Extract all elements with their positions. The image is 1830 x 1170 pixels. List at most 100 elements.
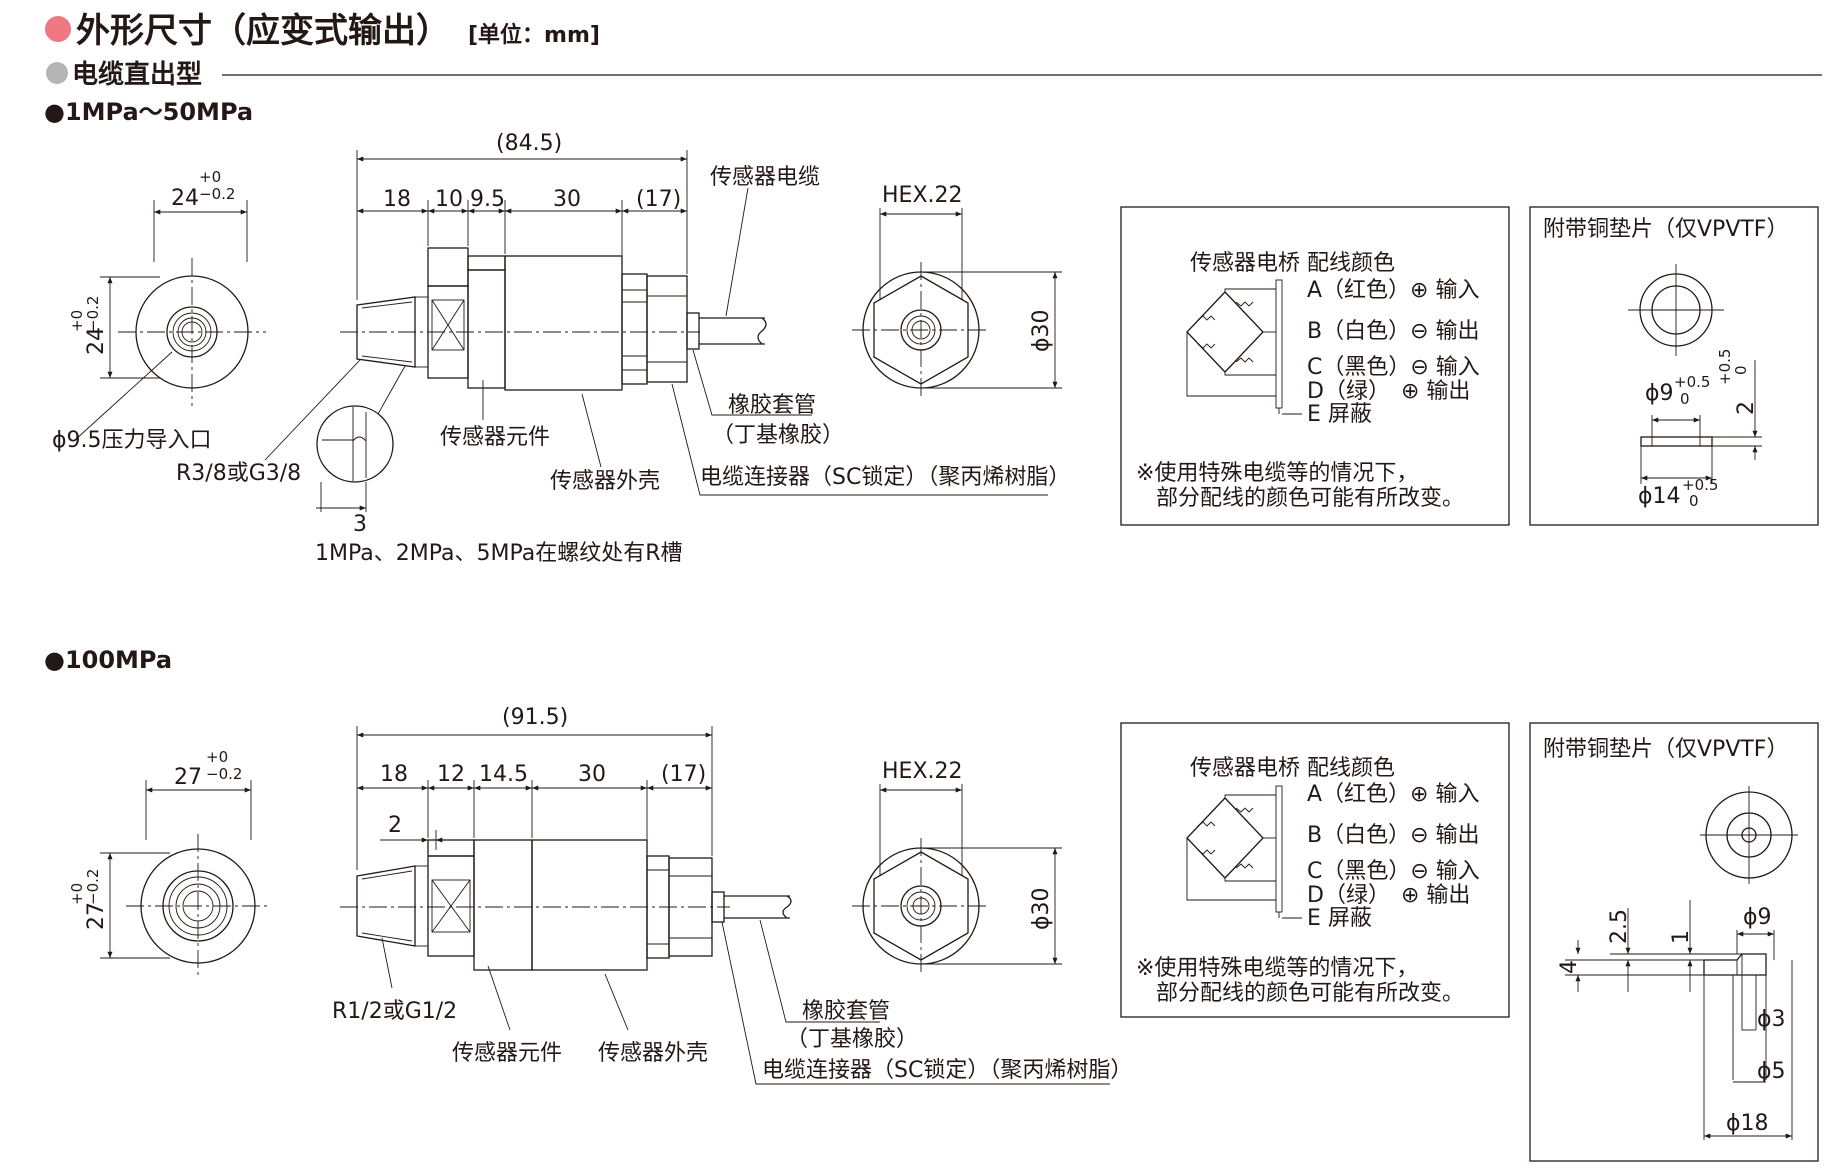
hex1-label: HEX.22 (882, 183, 963, 208)
unit-label: [单位：mm] (468, 22, 600, 48)
subtitle-bullet-icon (46, 62, 68, 84)
dim1-d2: 10 (435, 187, 463, 212)
wiring2-d: D（绿） ⊕ 输出 (1307, 883, 1470, 908)
rubber1-label: 橡胶套管 (728, 393, 816, 418)
wiring1-col1: 传感器电桥 (1190, 251, 1300, 276)
wiring1-e: E 屏蔽 (1307, 402, 1372, 427)
front1-height: 24 (84, 327, 109, 355)
thread2-label: R1/2或G1/2 (332, 999, 457, 1024)
front-view-2: 27 +0 −0.2 27 +0 −0.2 (68, 748, 270, 978)
wiring1-c: C（黑色）⊖ 输入 (1307, 355, 1480, 380)
wiring2-note2: 部分配线的颜色可能有所改变。 (1156, 981, 1464, 1006)
section2-heading: ●100MPa (44, 646, 172, 674)
front2-width-tol-bot: −0.2 (206, 765, 242, 783)
wiring1-a: A（红色）⊕ 输入 (1307, 278, 1479, 303)
side-view-1: (84.5) 18 10 9.5 30 (17) 传感器电缆 橡胶套管 （丁基橡… (176, 131, 1070, 566)
front1-width: 24 (171, 186, 199, 211)
dim2-d1: 18 (380, 762, 408, 787)
wiring1-note2: 部分配线的颜色可能有所改变。 (1156, 486, 1464, 511)
washer2-d18: ϕ18 (1726, 1111, 1769, 1136)
wiring2-b: B（白色）⊖ 输出 (1307, 823, 1480, 848)
washer2-title: 附带铜垫片（仅VPVTF） (1543, 737, 1788, 762)
washer1-dinner-tol-bot: 0 (1680, 390, 1690, 408)
page-title: 外形尺寸（应变式输出） (76, 11, 450, 51)
section-1mpa-50mpa: ●1MPa～50MPa 24 +0 −0.2 24 +0 −0.2 ϕ9.5压力… (44, 98, 1819, 566)
washer2-d3: ϕ3 (1757, 1007, 1786, 1032)
front2-height: 27 (84, 902, 109, 930)
front-view-1: 24 +0 −0.2 24 +0 −0.2 ϕ9.5压力导入口 (52, 168, 266, 453)
wiring2-note1: ※使用特殊电缆等的情况下， (1136, 956, 1418, 981)
section-100mpa: ●100MPa 27 +0 −0.2 27 +0 −0.2 (44, 646, 1819, 1162)
front1-height-tol-bot: −0.2 (84, 296, 102, 332)
side-view-2: (91.5) 18 12 14.5 30 (17) 2 R1/2或G1/2 传感… (332, 705, 1132, 1085)
dim1-d1: 18 (383, 187, 411, 212)
r-groove-dim: 3 (353, 512, 367, 537)
washer-box-2: 附带铜垫片（仅VPVTF） 4 2.5 1 ϕ9 (1529, 722, 1819, 1162)
wiring2-c: C（黑色）⊖ 输入 (1307, 859, 1480, 884)
dim1-total: (84.5) (496, 131, 562, 156)
front1-height-tol-top: +0 (68, 310, 86, 332)
header: 外形尺寸（应变式输出） [单位：mm] 电缆直出型 (45, 11, 1822, 90)
page-subtitle: 电缆直出型 (72, 59, 202, 90)
r-groove-note: 1MPa、2MPa、5MPa在螺纹处有R槽 (315, 541, 683, 566)
connector1-label: 电缆连接器（SC锁定）（聚丙烯树脂） (700, 465, 1070, 490)
washer1-douter: ϕ14 (1638, 484, 1681, 509)
hex2-label: HEX.22 (882, 759, 963, 784)
dim2-d2: 12 (437, 762, 465, 787)
wiring2-e: E 屏蔽 (1307, 906, 1372, 931)
dim2-d3: 14.5 (479, 762, 528, 787)
wiring1-col2: 配线颜色 (1307, 251, 1395, 276)
wiring-box-2: 传感器电桥 配线颜色 A（红色）⊕ 输入 B（白色）⊖ 输出 C（黑色）⊖ 输入… (1120, 722, 1510, 1018)
wiring-box-1: 传感器电桥 配线颜色 A（红色）⊕ 输入 B（白色）⊖ 输出 C（黑色）⊖ 输入… (1120, 206, 1510, 526)
dim2-total: (91.5) (502, 705, 568, 730)
wiring2-col2: 配线颜色 (1307, 756, 1395, 781)
rubber1-sub: （丁基橡胶） (712, 423, 844, 448)
front1-width-tol-top: +0 (199, 168, 221, 186)
wiring1-b: B（白色）⊖ 输出 (1307, 319, 1480, 344)
washer1-douter-tol-bot: 0 (1689, 492, 1699, 510)
dim1-d3: 9.5 (470, 187, 505, 212)
rear-view-2: HEX.22 ϕ30 (852, 759, 1062, 974)
front2-width: 27 (174, 765, 202, 790)
element1-label: 传感器元件 (440, 425, 550, 450)
front1-width-tol-bot: −0.2 (199, 185, 235, 203)
washer2-h4: 4 (1557, 960, 1582, 974)
wiring2-col1: 传感器电桥 (1190, 756, 1300, 781)
wiring2-a: A（红色）⊕ 输入 (1307, 782, 1479, 807)
rubber2-label: 橡胶套管 (802, 999, 890, 1024)
rubber2-sub: （丁基橡胶） (786, 1027, 918, 1052)
shell2-label: 传感器外壳 (598, 1041, 708, 1066)
washer2-d5: ϕ5 (1757, 1059, 1786, 1084)
element2-label: 传感器元件 (452, 1041, 562, 1066)
washer1-dinner: ϕ9 (1645, 381, 1674, 406)
shell1-label: 传感器外壳 (550, 469, 660, 494)
wiring1-note1: ※使用特殊电缆等的情况下， (1136, 461, 1418, 486)
dia2-label: ϕ30 (1029, 887, 1054, 930)
washer2-h25: 2.5 (1607, 909, 1632, 944)
washer1-douter-tol-top: +0.5 (1682, 476, 1718, 494)
front2-width-tol-top: +0 (206, 748, 228, 766)
dim2-d5: (17) (661, 762, 706, 787)
washer1-dinner-tol-top: +0.5 (1674, 373, 1710, 391)
washer1-thick-tol-bot: 0 (1732, 365, 1750, 375)
dim1-d4: 30 (553, 187, 581, 212)
washer1-thick-tol-top: +0.5 (1716, 349, 1734, 385)
washer-box-1: 附带铜垫片（仅VPVTF） ϕ9 +0.5 0 2 +0.5 0 (1529, 206, 1819, 526)
wiring1-d: D（绿） ⊕ 输出 (1307, 379, 1470, 404)
connector2-label: 电缆连接器（SC锁定）（聚丙烯树脂） (762, 1058, 1132, 1083)
cable-label: 传感器电缆 (710, 165, 820, 190)
dim2-step: 2 (388, 813, 402, 838)
title-bullet-icon (45, 16, 71, 42)
dim1-d5: (17) (636, 187, 681, 212)
washer1-thick: 2 (1734, 401, 1759, 415)
front2-height-tol-top: +0 (68, 883, 86, 905)
rear-view-1: HEX.22 ϕ30 (852, 183, 1062, 398)
washer2-h1: 1 (1669, 930, 1694, 944)
section1-heading: ●1MPa～50MPa (44, 98, 253, 126)
washer1-title: 附带铜垫片（仅VPVTF） (1543, 217, 1788, 242)
thread1-label: R3/8或G3/8 (176, 461, 301, 486)
dim2-d4: 30 (578, 762, 606, 787)
washer2-d9: ϕ9 (1743, 905, 1772, 930)
dia1-label: ϕ30 (1029, 309, 1054, 352)
